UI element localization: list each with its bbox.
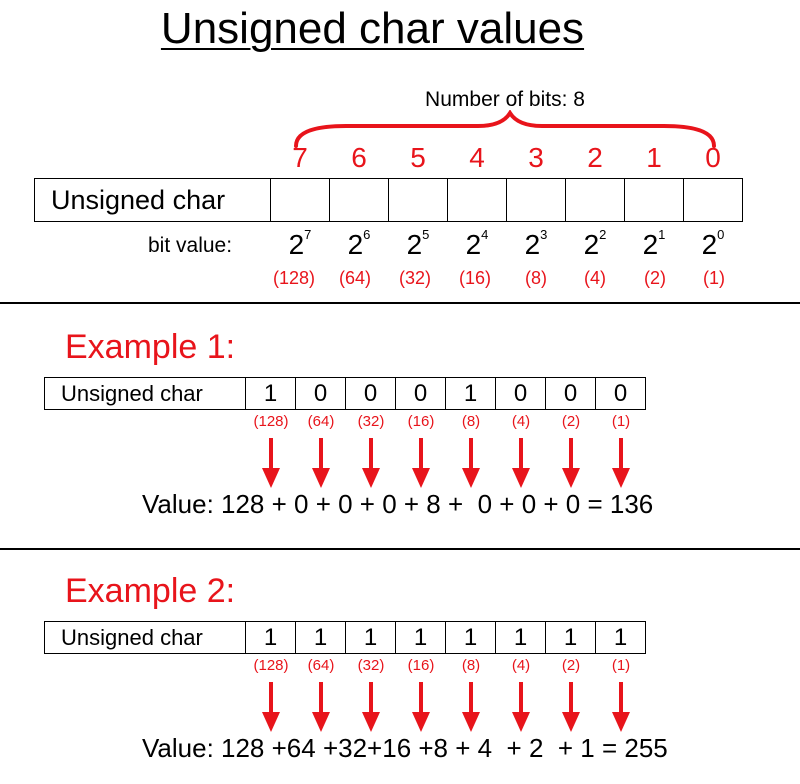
bit-number: 4 bbox=[469, 142, 485, 173]
bit-number: 6 bbox=[351, 142, 367, 173]
example-1-bit: 0 bbox=[595, 377, 646, 410]
bit-cell bbox=[624, 178, 684, 222]
bit-number: 7 bbox=[292, 142, 308, 173]
bit-weight: (16) bbox=[458, 268, 491, 288]
example-1-weight: (1) bbox=[611, 413, 631, 430]
example-2-weight: (64) bbox=[307, 657, 335, 674]
bit-number: 5 bbox=[410, 142, 426, 173]
down-arrow-icon bbox=[312, 682, 330, 732]
example-2-weight: (8) bbox=[461, 657, 481, 674]
bit-cell bbox=[447, 178, 507, 222]
bit-weight: (128) bbox=[272, 268, 316, 288]
example-2-label-cell: Unsigned char bbox=[44, 621, 246, 654]
bit-cell bbox=[270, 178, 330, 222]
bit-number: 2 bbox=[587, 142, 603, 173]
example-1-weight: (16) bbox=[407, 413, 435, 430]
bit-power: 25 bbox=[406, 227, 430, 260]
example-2-bit: 1 bbox=[445, 621, 496, 654]
example-1-bit: 1 bbox=[245, 377, 296, 410]
bit-weight: (4) bbox=[584, 268, 606, 288]
example-2-bit: 1 bbox=[245, 621, 296, 654]
down-arrow-icon bbox=[462, 438, 480, 488]
example-1-arrows bbox=[262, 438, 630, 488]
example-1-bit: 0 bbox=[495, 377, 546, 410]
page-title: Unsigned char values bbox=[160, 4, 585, 53]
section-divider bbox=[0, 302, 800, 304]
bit-cell bbox=[683, 178, 743, 222]
curly-brace-icon bbox=[294, 110, 716, 148]
down-arrow-icon bbox=[462, 682, 480, 732]
example-1-value: Value: 128 + 0 + 0 + 0 + 8 + 0 + 0 + 0 =… bbox=[142, 489, 654, 519]
example-1-weight: (128) bbox=[253, 413, 289, 430]
down-arrow-icon bbox=[612, 438, 630, 488]
bit-power: 27 bbox=[288, 227, 312, 260]
example-1-weight: (8) bbox=[461, 413, 481, 430]
example-1-label-cell: Unsigned char bbox=[44, 377, 246, 410]
example-2-title: Example 2: bbox=[65, 572, 236, 610]
example-1-bit: 1 bbox=[445, 377, 496, 410]
example-2-weight: (4) bbox=[511, 657, 531, 674]
down-arrow-icon bbox=[512, 438, 530, 488]
bit-cell bbox=[388, 178, 448, 222]
example-2-value: Value: 128 +64 +32+16 +8 + 4 + 2 + 1 = 2… bbox=[142, 733, 668, 763]
down-arrow-icon bbox=[412, 682, 430, 732]
section-divider bbox=[0, 548, 800, 550]
example-2-bit: 1 bbox=[395, 621, 446, 654]
bit-cell bbox=[329, 178, 389, 222]
example-2-weight: (2) bbox=[561, 657, 581, 674]
down-arrow-icon bbox=[512, 682, 530, 732]
example-1-bit: 0 bbox=[345, 377, 396, 410]
bit-power: 21 bbox=[642, 227, 666, 260]
example-1-weight: (2) bbox=[561, 413, 581, 430]
example-1-bit: 0 bbox=[295, 377, 346, 410]
bit-number: 1 bbox=[646, 142, 662, 173]
bit-power: 23 bbox=[524, 227, 548, 260]
example-1-label: Unsigned char bbox=[61, 380, 203, 406]
example-2-weight: (1) bbox=[611, 657, 631, 674]
bit-value-label: bit value: bbox=[148, 234, 233, 257]
bit-power: 26 bbox=[347, 227, 371, 260]
bits-count-label: Number of bits: 8 bbox=[425, 88, 585, 111]
example-2-bit: 1 bbox=[295, 621, 346, 654]
example-2-weight: (128) bbox=[253, 657, 289, 674]
down-arrow-icon bbox=[412, 438, 430, 488]
unsigned-char-label-cell: Unsigned char bbox=[34, 178, 271, 222]
bit-power: 20 bbox=[701, 227, 725, 260]
bit-weight: (2) bbox=[644, 268, 666, 288]
down-arrow-icon bbox=[262, 682, 280, 732]
bit-number: 3 bbox=[528, 142, 544, 173]
bit-weight: (1) bbox=[703, 268, 725, 288]
example-2-weight: (32) bbox=[357, 657, 385, 674]
example-1-bit: 0 bbox=[395, 377, 446, 410]
down-arrow-icon bbox=[362, 438, 380, 488]
example-2-bit: 1 bbox=[545, 621, 596, 654]
down-arrow-icon bbox=[262, 438, 280, 488]
bit-number: 0 bbox=[705, 142, 721, 173]
example-1-weight: (32) bbox=[357, 413, 385, 430]
example-2-label: Unsigned char bbox=[61, 624, 203, 650]
example-2-bit: 1 bbox=[595, 621, 646, 654]
down-arrow-icon bbox=[562, 438, 580, 488]
down-arrow-icon bbox=[362, 682, 380, 732]
bit-weight: (64) bbox=[338, 268, 371, 288]
example-2-bit: 1 bbox=[495, 621, 546, 654]
bit-weight: (8) bbox=[525, 268, 547, 288]
example-1-bit: 0 bbox=[545, 377, 596, 410]
unsigned-char-label: Unsigned char bbox=[51, 184, 226, 215]
bit-power: 24 bbox=[465, 227, 489, 260]
example-1-weight: (64) bbox=[307, 413, 335, 430]
example-2-weight: (16) bbox=[407, 657, 435, 674]
bit-power: 22 bbox=[583, 227, 607, 260]
down-arrow-icon bbox=[612, 682, 630, 732]
example-2-arrows bbox=[262, 682, 630, 732]
example-1-title: Example 1: bbox=[65, 328, 236, 366]
bit-weight: (32) bbox=[398, 268, 431, 288]
example-2-bit: 1 bbox=[345, 621, 396, 654]
down-arrow-icon bbox=[562, 682, 580, 732]
bit-cell bbox=[506, 178, 566, 222]
bit-cell bbox=[565, 178, 625, 222]
down-arrow-icon bbox=[312, 438, 330, 488]
example-1-weight: (4) bbox=[511, 413, 531, 430]
